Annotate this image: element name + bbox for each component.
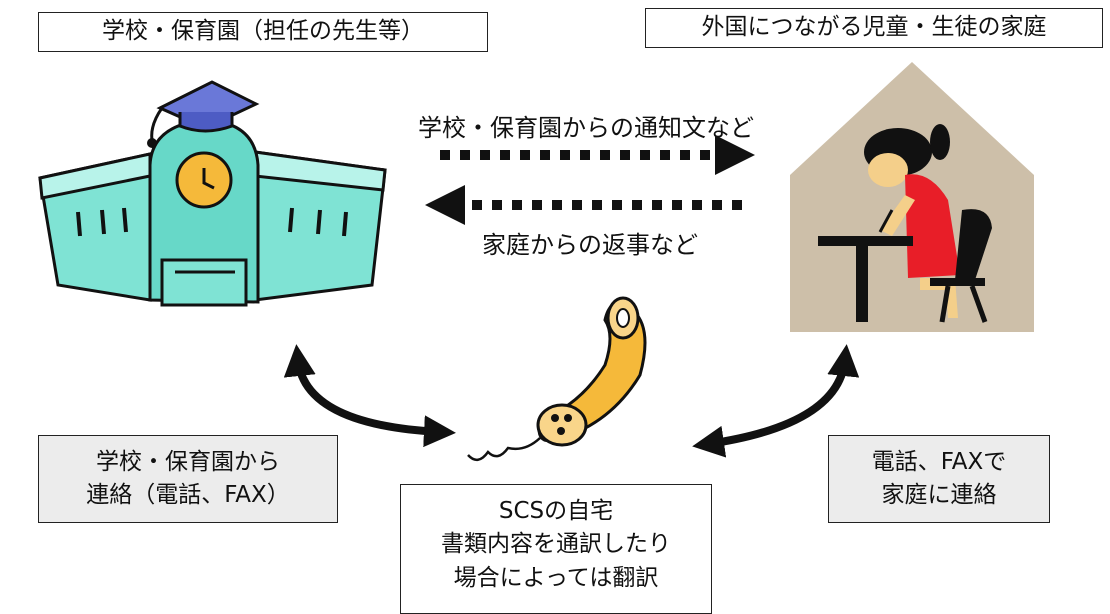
- scs-box: SCSの自宅 書類内容を通訳したり 場合によっては翻訳: [400, 484, 712, 614]
- scs-line1: SCSの自宅: [498, 498, 614, 524]
- home-student-illustration: [790, 62, 1034, 332]
- arrow-family-scs-link: [692, 344, 860, 458]
- family-title-box: 外国につながる児童・生徒の家庭: [645, 8, 1103, 48]
- scs-line3: 場合によっては翻訳: [453, 564, 659, 591]
- arrow-school-scs-link: [283, 344, 456, 448]
- school-building-illustration: [38, 80, 387, 307]
- arrow-to-school-label: 家庭からの返事など: [482, 231, 698, 259]
- family-contact-line2: 家庭に連絡: [881, 482, 997, 508]
- school-title: 学校・保育園（担任の先生等）: [102, 18, 424, 45]
- telephone-illustration: [467, 296, 647, 461]
- school-contact-line1: 学校・保育園から: [96, 448, 280, 475]
- scs-line2: 書類内容を通訳したり: [441, 531, 671, 558]
- school-title-box: 学校・保育園（担任の先生等）: [38, 12, 488, 52]
- school-contact-line2: 連絡（電話、FAX）: [86, 482, 290, 508]
- family-contact-line1: 電話、FAXで: [871, 448, 1007, 475]
- arrow-to-family-label: 学校・保育園からの通知文など: [418, 114, 754, 142]
- school-contact-box: 学校・保育園から 連絡（電話、FAX）: [38, 435, 338, 523]
- family-title: 外国につながる児童・生徒の家庭: [701, 14, 1047, 41]
- family-contact-box: 電話、FAXで 家庭に連絡: [828, 435, 1050, 523]
